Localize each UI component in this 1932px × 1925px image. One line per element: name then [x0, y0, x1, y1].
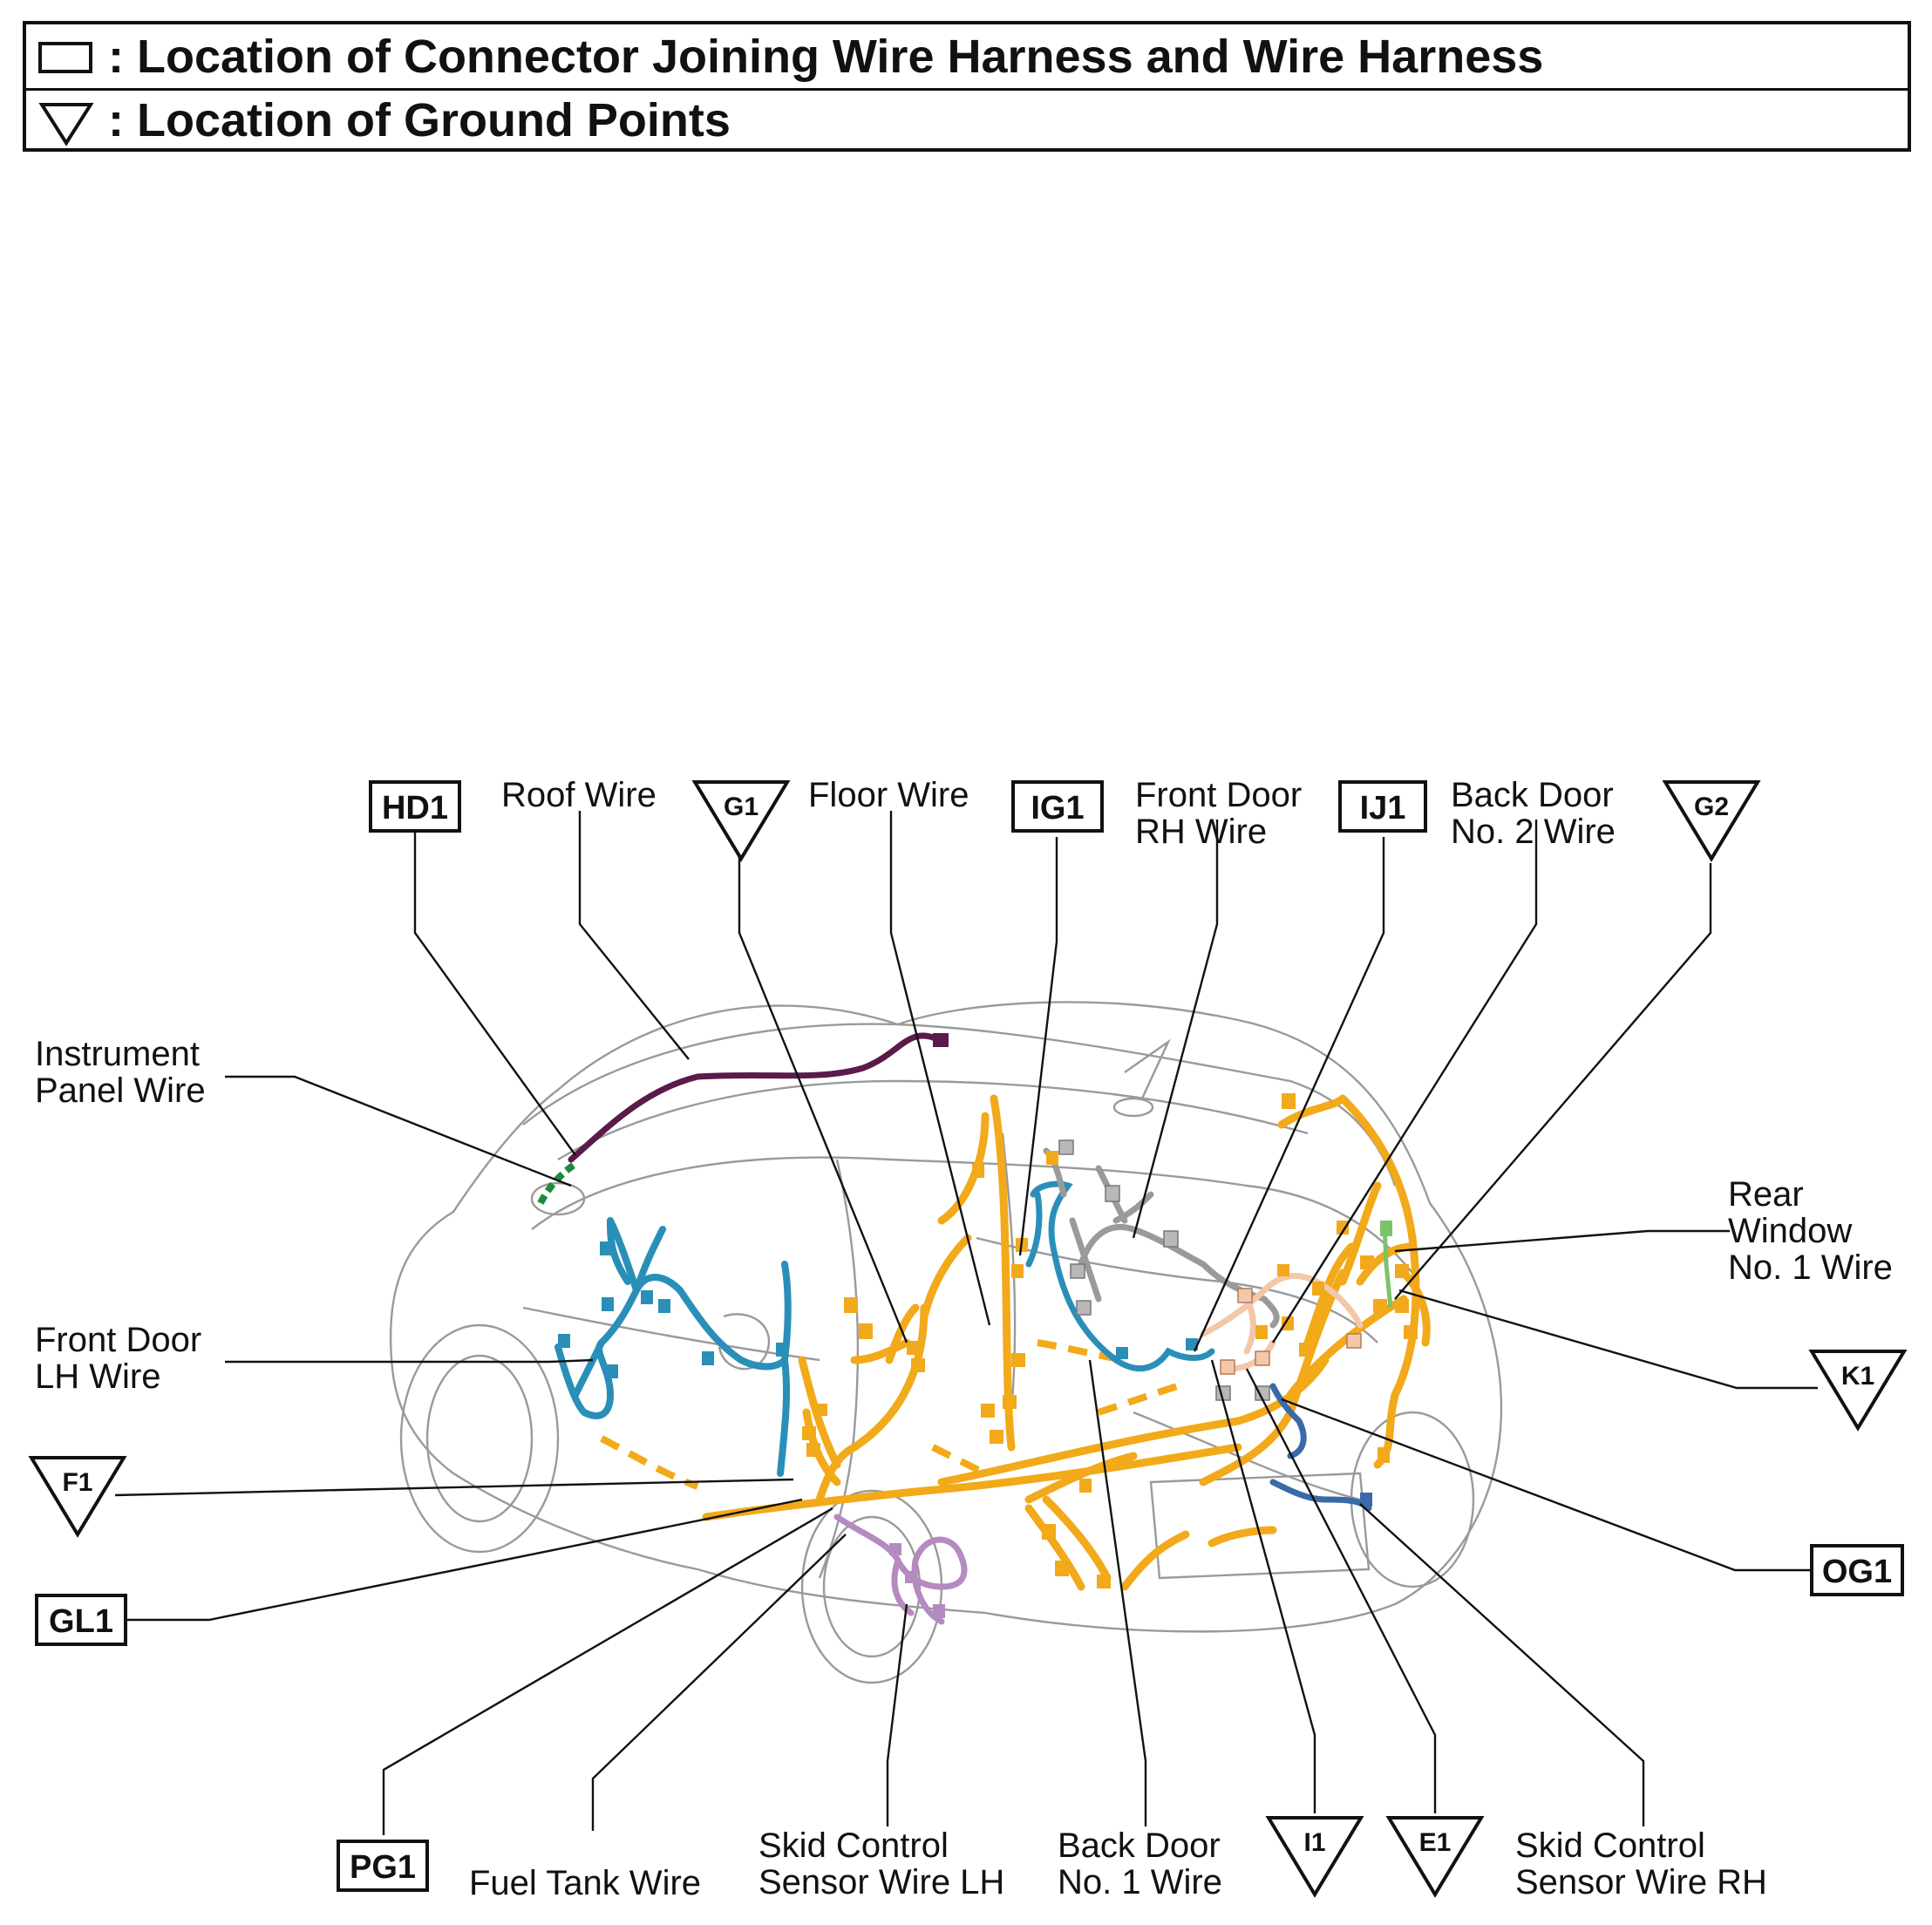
skid-control-lh-wire-harness: [833, 1513, 968, 1625]
legend-row-connector: : Location of Connector Joining Wire Har…: [26, 24, 1908, 91]
connector-pg1-label: PG1: [350, 1849, 416, 1886]
ground-e1-label: E1: [1419, 1828, 1452, 1857]
legend-ground-text: : Location of Ground Points: [108, 93, 731, 146]
connector-hd1: HD1: [369, 780, 461, 833]
legend-box: : Location of Connector Joining Wire Har…: [23, 21, 1911, 152]
connector-hd1-label: HD1: [382, 790, 448, 826]
rear-window-wire-label: Rear Window No. 1 Wire: [1728, 1175, 1893, 1287]
back-door-no1-wire-harness: [1043, 1147, 1280, 1329]
skid-control-lh-wire-label: Skid Control Sensor Wire LH: [759, 1826, 1004, 1901]
back-door-no1-connectors: [1058, 1139, 1270, 1401]
front-door-rh-connectors: [1116, 1338, 1198, 1359]
leader-lines: [114, 811, 1818, 1835]
ground-i1: I1: [1265, 1816, 1364, 1898]
roof-wire-connector: [933, 1033, 949, 1047]
back-door-no2-wire-label: Back Door No. 2 Wire: [1451, 776, 1623, 851]
roof-wire-label: Roof Wire: [501, 776, 656, 814]
connector-pg1: PG1: [337, 1840, 429, 1892]
ground-g2-label: G2: [1694, 792, 1729, 821]
skid-control-lh-connectors: [889, 1543, 945, 1618]
ground-g2: G2: [1662, 780, 1761, 862]
instrument-panel-wire-harness: [537, 1160, 578, 1205]
connector-ij1: IJ1: [1338, 780, 1427, 833]
vehicle-outline: [389, 1001, 1503, 1684]
rear-window-connector: [1380, 1221, 1392, 1236]
connector-ig1-label: IG1: [1031, 790, 1084, 826]
back-door-no1-wire-label: Back Door No. 1 Wire: [1058, 1826, 1230, 1901]
fuel-tank-wire-label: Fuel Tank Wire: [469, 1864, 701, 1902]
ground-i1-label: I1: [1303, 1828, 1325, 1857]
rear-window-wire-harness: [1382, 1224, 1393, 1309]
ground-f1-label: F1: [62, 1468, 92, 1497]
ground-k1-label: K1: [1841, 1362, 1874, 1391]
legend-row-ground: : Location of Ground Points: [26, 88, 1908, 152]
connector-symbol-icon: [38, 41, 92, 73]
connector-gl1: GL1: [35, 1594, 127, 1646]
ground-symbol-icon: [38, 102, 94, 146]
ground-g1-label: G1: [724, 792, 759, 821]
skid-control-rh-connector: [1360, 1493, 1372, 1507]
legend-connector-text: : Location of Connector Joining Wire Har…: [108, 30, 1544, 83]
roof-wire-harness: [568, 1032, 936, 1163]
front-door-lh-wire-harness: [554, 1217, 792, 1477]
ground-g1: G1: [691, 780, 791, 862]
floor-wire-harness: [702, 1094, 1431, 1591]
ground-e1: E1: [1385, 1816, 1485, 1898]
connector-og1-label: OG1: [1822, 1554, 1892, 1590]
connector-og1: OG1: [1810, 1544, 1904, 1596]
front-door-lh-connectors: [558, 1241, 788, 1378]
ground-f1: F1: [28, 1456, 127, 1538]
connector-ig1: IG1: [1011, 780, 1104, 833]
back-door-no2-connectors: [1220, 1288, 1362, 1375]
floor-wire-label: Floor Wire: [808, 776, 969, 814]
ground-k1: K1: [1808, 1350, 1908, 1432]
skid-control-rh-wire-label: Skid Control Sensor Wire RH: [1515, 1826, 1767, 1901]
front-door-lh-wire-label: Front Door LH Wire: [35, 1321, 211, 1396]
front-door-rh-wire-harness: [1025, 1180, 1215, 1372]
connector-ij1-label: IJ1: [1360, 790, 1406, 826]
skid-control-rh-wire-harness: [1269, 1383, 1372, 1512]
front-door-rh-wire-label: Front Door RH Wire: [1135, 776, 1311, 851]
instrument-panel-wire-label: Instrument Panel Wire: [35, 1035, 209, 1110]
connector-gl1-label: GL1: [49, 1603, 113, 1640]
